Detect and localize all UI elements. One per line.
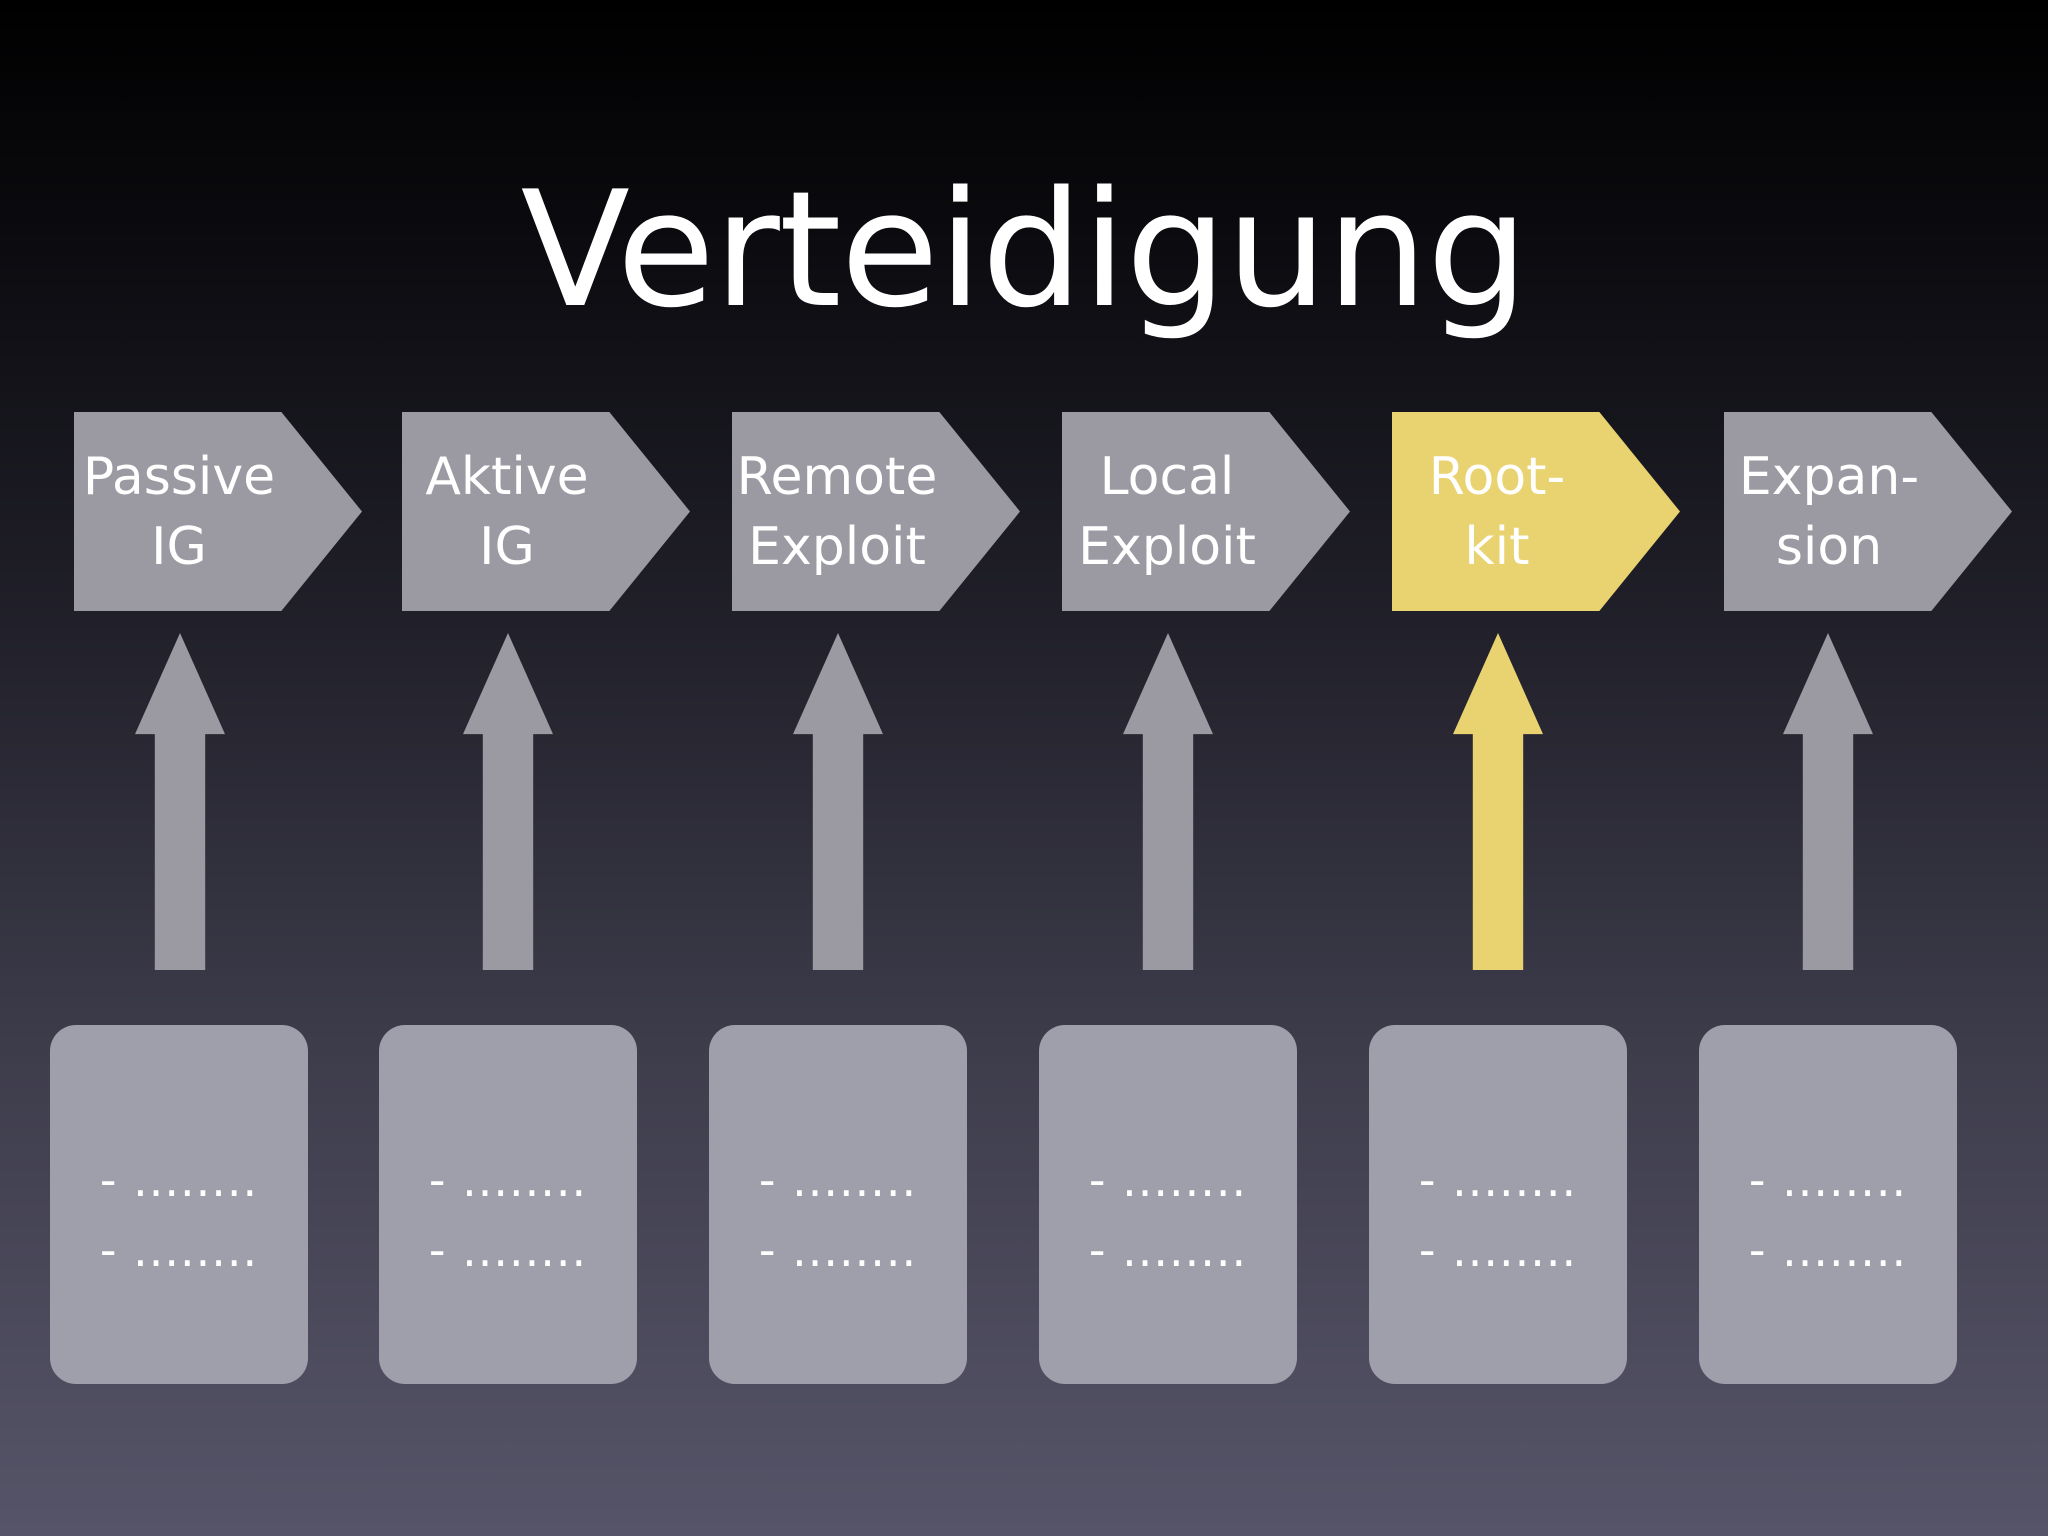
defense-card: - ........ - ........ — [1369, 1025, 1627, 1384]
up-arrow-icon — [463, 633, 553, 970]
slide-title: Verteidigung — [520, 156, 1529, 343]
step-rootkit: Root- kit — [1392, 412, 1680, 611]
arrow-shape — [135, 633, 225, 970]
card-line: - ........ — [1418, 1153, 1578, 1207]
arrow-shape — [793, 633, 883, 970]
step-label-line1: Aktive — [425, 446, 589, 507]
card-line: - ........ — [99, 1223, 259, 1277]
arrow-shape — [1123, 633, 1213, 970]
up-arrow-icon — [135, 633, 225, 970]
card-line: - ........ — [1748, 1153, 1908, 1207]
card-line: - ........ — [758, 1223, 918, 1277]
up-arrow-icon — [1123, 633, 1213, 970]
step-label-line1: Remote — [736, 446, 938, 507]
card-line: - ........ — [428, 1223, 588, 1277]
card-line: - ........ — [428, 1153, 588, 1207]
step-label-line1: Local — [1099, 446, 1235, 507]
step-label-line2: sion — [1775, 516, 1883, 577]
step-label: Aktive IG — [402, 412, 612, 611]
step-label: Passive IG — [74, 412, 284, 611]
step-label: Remote Exploit — [732, 412, 942, 611]
defense-card: - ........ - ........ — [379, 1025, 637, 1384]
card-line: - ........ — [758, 1153, 918, 1207]
card-line: - ........ — [1748, 1223, 1908, 1277]
step-label-line2: Exploit — [748, 516, 926, 577]
defense-card: - ........ - ........ — [50, 1025, 308, 1384]
step-label-line2: IG — [479, 516, 535, 577]
card-line: - ........ — [1418, 1223, 1578, 1277]
step-label: Expan- sion — [1724, 412, 1934, 611]
step-label-line1: Root- — [1428, 446, 1566, 507]
up-arrow-icon — [793, 633, 883, 970]
step-aktive-ig: Aktive IG — [402, 412, 690, 611]
step-label-line2: kit — [1464, 516, 1530, 577]
card-line: - ........ — [1088, 1153, 1248, 1207]
arrow-shape — [1453, 633, 1543, 970]
arrow-shape — [1783, 633, 1873, 970]
step-remote-exploit: Remote Exploit — [732, 412, 1020, 611]
step-local-exploit: Local Exploit — [1062, 412, 1350, 611]
step-label: Local Exploit — [1062, 412, 1272, 611]
defense-card: - ........ - ........ — [1039, 1025, 1297, 1384]
step-label-line2: Exploit — [1078, 516, 1256, 577]
defense-card: - ........ - ........ — [709, 1025, 967, 1384]
card-line: - ........ — [1088, 1223, 1248, 1277]
step-passive-ig: Passive IG — [74, 412, 362, 611]
step-label: Root- kit — [1392, 412, 1602, 611]
step-label-line2: IG — [151, 516, 207, 577]
step-label-line1: Passive — [82, 446, 276, 507]
arrow-shape — [463, 633, 553, 970]
up-arrow-icon — [1783, 633, 1873, 970]
step-expansion: Expan- sion — [1724, 412, 2012, 611]
defense-card: - ........ - ........ — [1699, 1025, 1957, 1384]
card-line: - ........ — [99, 1153, 259, 1207]
up-arrow-icon-highlighted — [1453, 633, 1543, 970]
step-label-line1: Expan- — [1738, 446, 1920, 507]
